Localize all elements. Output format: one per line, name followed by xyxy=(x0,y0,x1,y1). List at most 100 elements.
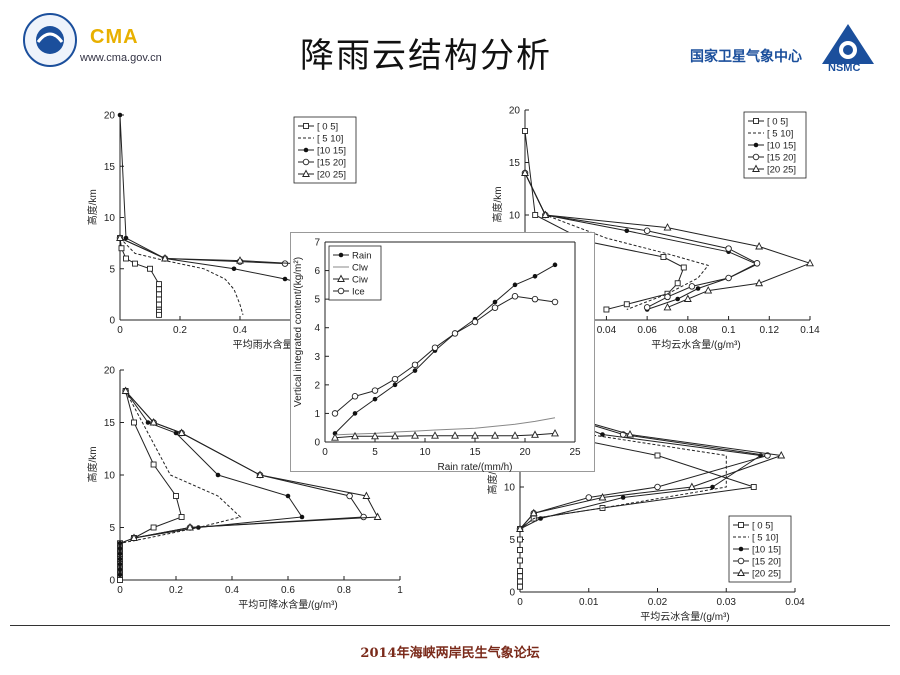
series-line xyxy=(334,417,556,436)
marker-dot xyxy=(538,516,543,521)
nsmc-triangle-icon xyxy=(822,24,874,64)
y-tick-label: 20 xyxy=(509,106,521,117)
marker-dot xyxy=(372,396,378,402)
legend-entry: [ 5 10] xyxy=(752,533,778,544)
marker-square xyxy=(517,536,523,543)
y-tick-label: 10 xyxy=(104,213,116,224)
marker-square xyxy=(117,577,123,583)
x-tick-label: 0.02 xyxy=(648,597,668,608)
series-line xyxy=(119,390,242,575)
marker-triangle xyxy=(777,451,786,459)
marker-triangle xyxy=(704,286,713,294)
marker-triangle xyxy=(755,278,764,287)
marker-square xyxy=(738,522,744,528)
y-tick-label: 7 xyxy=(314,238,320,249)
series-Clw xyxy=(334,417,556,436)
marker-circle xyxy=(331,410,339,417)
x-tick-label: 0 xyxy=(517,597,523,608)
marker-square xyxy=(603,306,610,313)
marker-circle xyxy=(585,494,592,501)
marker-square xyxy=(118,245,125,252)
legend-entry: [20 25] xyxy=(752,569,781,580)
marker-triangle xyxy=(529,508,538,517)
marker-triangle xyxy=(351,431,359,440)
marker-triangle xyxy=(431,431,439,439)
marker-triangle xyxy=(116,233,124,241)
marker-square xyxy=(132,260,138,267)
series-20-25 xyxy=(116,233,319,268)
marker-triangle xyxy=(391,431,399,440)
marker-dot xyxy=(117,556,123,562)
marker-triangle xyxy=(687,482,696,490)
series-10-15 xyxy=(117,388,305,578)
marker-circle xyxy=(411,361,419,369)
y-axis-label: 高度/km xyxy=(86,446,99,482)
marker-dot xyxy=(231,266,237,272)
series-line xyxy=(334,264,556,434)
series-line xyxy=(119,237,316,266)
y-axis-label: 高度/km xyxy=(86,189,99,225)
marker-triangle xyxy=(511,431,519,439)
marker-square xyxy=(131,419,137,426)
legend-entry: [15 20] xyxy=(767,153,796,164)
legend-entry: [ 5 10] xyxy=(767,129,793,140)
marker-dot xyxy=(117,540,123,546)
marker-circle xyxy=(371,387,379,394)
marker-triangle xyxy=(516,524,524,532)
marker-square xyxy=(522,128,528,134)
y-tick-label: 6 xyxy=(314,266,320,277)
x-tick-label: 0.04 xyxy=(785,597,805,608)
y-tick-label: 5 xyxy=(109,523,115,534)
x-tick-label: 0.14 xyxy=(800,325,820,336)
x-tick-label: 0.4 xyxy=(225,585,239,596)
marker-dot xyxy=(117,561,123,567)
series-line xyxy=(119,390,303,575)
legend-entry: Ice xyxy=(352,287,365,298)
y-tick-label: 1 xyxy=(314,409,320,420)
marker-square xyxy=(123,255,129,262)
y-tick-label: 0 xyxy=(109,576,115,587)
marker-triangle xyxy=(236,256,244,264)
legend-entry: [ 5 10] xyxy=(317,134,343,145)
marker-circle xyxy=(752,153,760,161)
marker-dot xyxy=(620,495,626,500)
y-tick-label: 2 xyxy=(314,380,320,391)
x-axis-label: Rain rate/(mm/h) xyxy=(437,462,512,473)
marker-square xyxy=(156,301,162,308)
marker-circle xyxy=(360,513,367,521)
marker-dot xyxy=(117,546,123,551)
marker-triangle xyxy=(451,431,459,439)
series-line xyxy=(119,237,244,316)
legend-entry: [ 0 5] xyxy=(752,521,773,532)
marker-square xyxy=(156,296,162,303)
marker-circle xyxy=(346,492,353,500)
marker-circle xyxy=(654,483,661,491)
marker-circle xyxy=(643,304,651,311)
legend-entry: Ciw xyxy=(352,275,368,286)
x-tick-label: 5 xyxy=(372,447,378,458)
marker-square xyxy=(532,212,539,218)
marker-triangle xyxy=(491,431,499,439)
x-tick-label: 0.06 xyxy=(637,325,657,336)
marker-triangle xyxy=(471,431,479,439)
series-Ciw xyxy=(331,428,559,441)
marker-square xyxy=(156,291,162,298)
nsmc-logo: NSMC xyxy=(828,62,861,74)
marker-triangle xyxy=(256,470,264,478)
marker-triangle xyxy=(683,294,692,302)
marker-circle xyxy=(511,293,519,300)
y-tick-label: 0 xyxy=(314,438,320,449)
marker-dot xyxy=(532,273,538,279)
legend-entry: [10 15] xyxy=(317,146,346,157)
marker-square xyxy=(660,254,667,260)
marker-square xyxy=(517,578,523,585)
y-tick-label: 15 xyxy=(104,418,116,429)
marker-dot xyxy=(552,262,558,268)
x-axis-label: 平均可降冰含量/(g/m³) xyxy=(238,598,337,611)
x-tick-label: 25 xyxy=(569,447,581,458)
marker-square xyxy=(517,568,523,574)
marker-dot xyxy=(117,551,123,557)
marker-triangle xyxy=(161,254,169,262)
marker-dot xyxy=(145,420,151,425)
